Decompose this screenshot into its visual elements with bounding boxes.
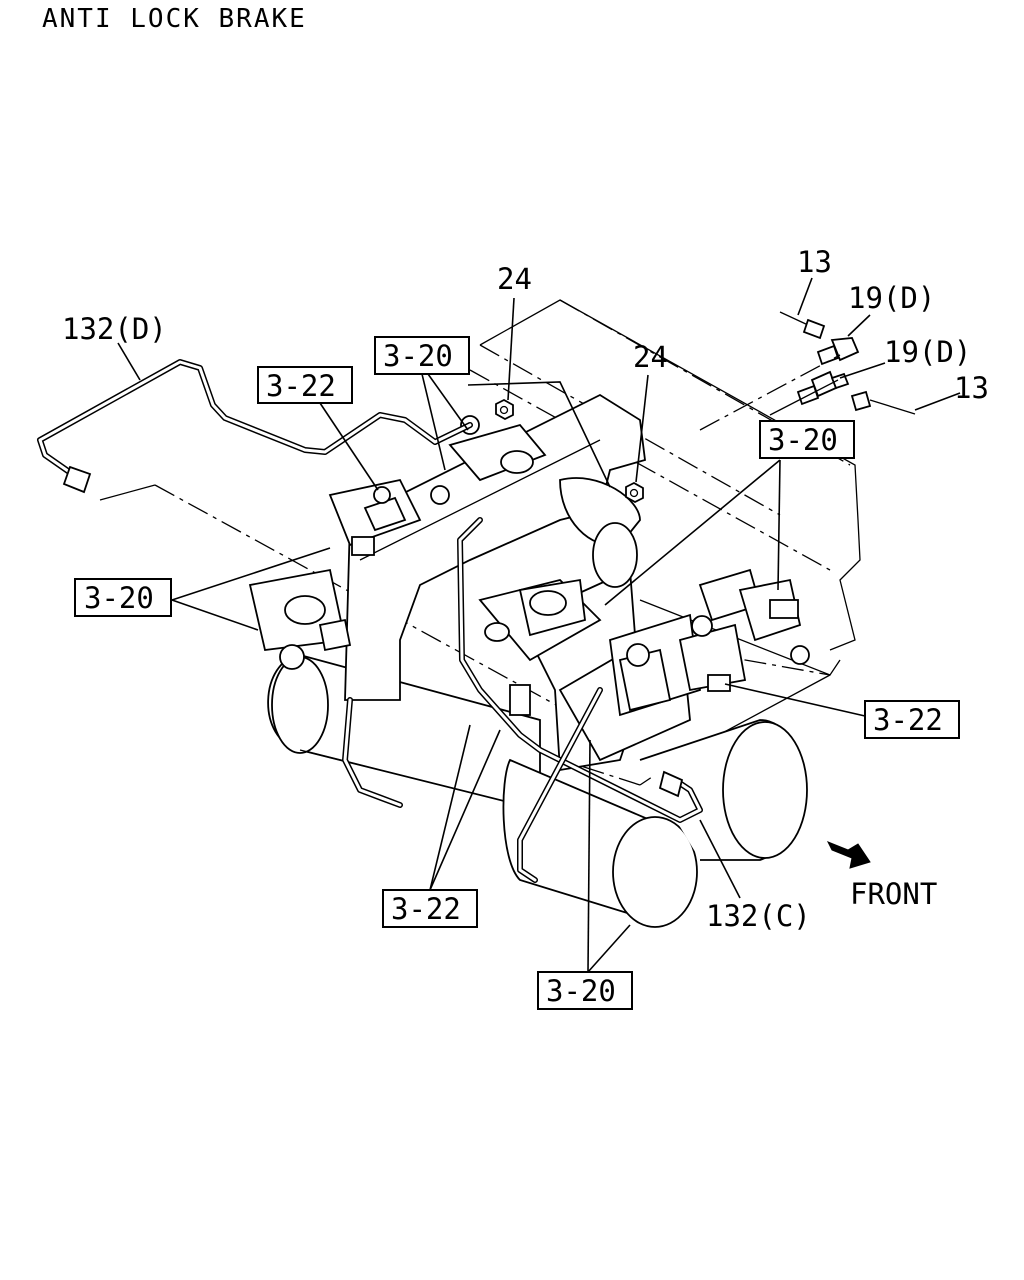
ref-box-3-20-upper-mid: 3-20 (374, 336, 470, 375)
leader-lines (117, 277, 961, 973)
modulator-valve-upper-left (328, 478, 422, 556)
fitting-centerline (699, 354, 841, 431)
ref-box-3-22-upper-left: 3-22 (257, 366, 353, 404)
ref-3-22-right: 3-22 (873, 703, 943, 737)
modulator-valve-right (609, 568, 810, 717)
callout-24-left: 24 (497, 262, 532, 296)
callout-24-right: 24 (633, 340, 668, 374)
callout-13-top: 13 (797, 245, 832, 279)
modulator-valve-left (248, 568, 352, 670)
air-pipe-132c (342, 517, 703, 883)
air-tank-left (267, 654, 541, 812)
fitting-19d-top (816, 337, 860, 366)
callout-132c: 132(C) (706, 899, 811, 933)
ref-3-20-upper-right: 3-20 (768, 423, 838, 457)
front-label: FRONT (850, 877, 937, 911)
nut-24-left (495, 398, 514, 421)
ref-3-22-bottom: 3-22 (391, 892, 461, 926)
modulator-valve-center (478, 578, 602, 716)
ref-3-20-upper-mid: 3-20 (383, 339, 453, 373)
ref-3-20-bottom: 3-20 (546, 974, 616, 1008)
modulator-valve-upper-center (430, 415, 641, 588)
front-arrow-icon (826, 841, 871, 869)
ref-3-22-upper-left: 3-22 (266, 369, 336, 403)
fitting-13-right (850, 390, 916, 415)
nut-24-right (625, 481, 644, 504)
ref-box-3-20-left: 3-20 (74, 578, 172, 617)
callout-19d-top: 19(D) (848, 281, 935, 315)
callout-13-right: 13 (954, 371, 989, 405)
air-pipe-132d (37, 359, 473, 494)
diagram-title: ANTI LOCK BRAKE (42, 4, 307, 34)
air-tank-right (502, 719, 808, 928)
fitting-leader-line (769, 379, 839, 416)
ref-box-3-22-bottom: 3-22 (382, 889, 478, 928)
fitting-13-top (779, 311, 826, 340)
ref-3-20-left: 3-20 (84, 581, 154, 615)
ref-box-3-22-right: 3-22 (864, 700, 960, 739)
ref-box-3-20-bottom: 3-20 (537, 971, 633, 1010)
ref-box-3-20-upper-right: 3-20 (759, 420, 855, 459)
callout-19d-mid: 19(D) (884, 335, 971, 369)
callout-132d: 132(D) (62, 312, 167, 346)
